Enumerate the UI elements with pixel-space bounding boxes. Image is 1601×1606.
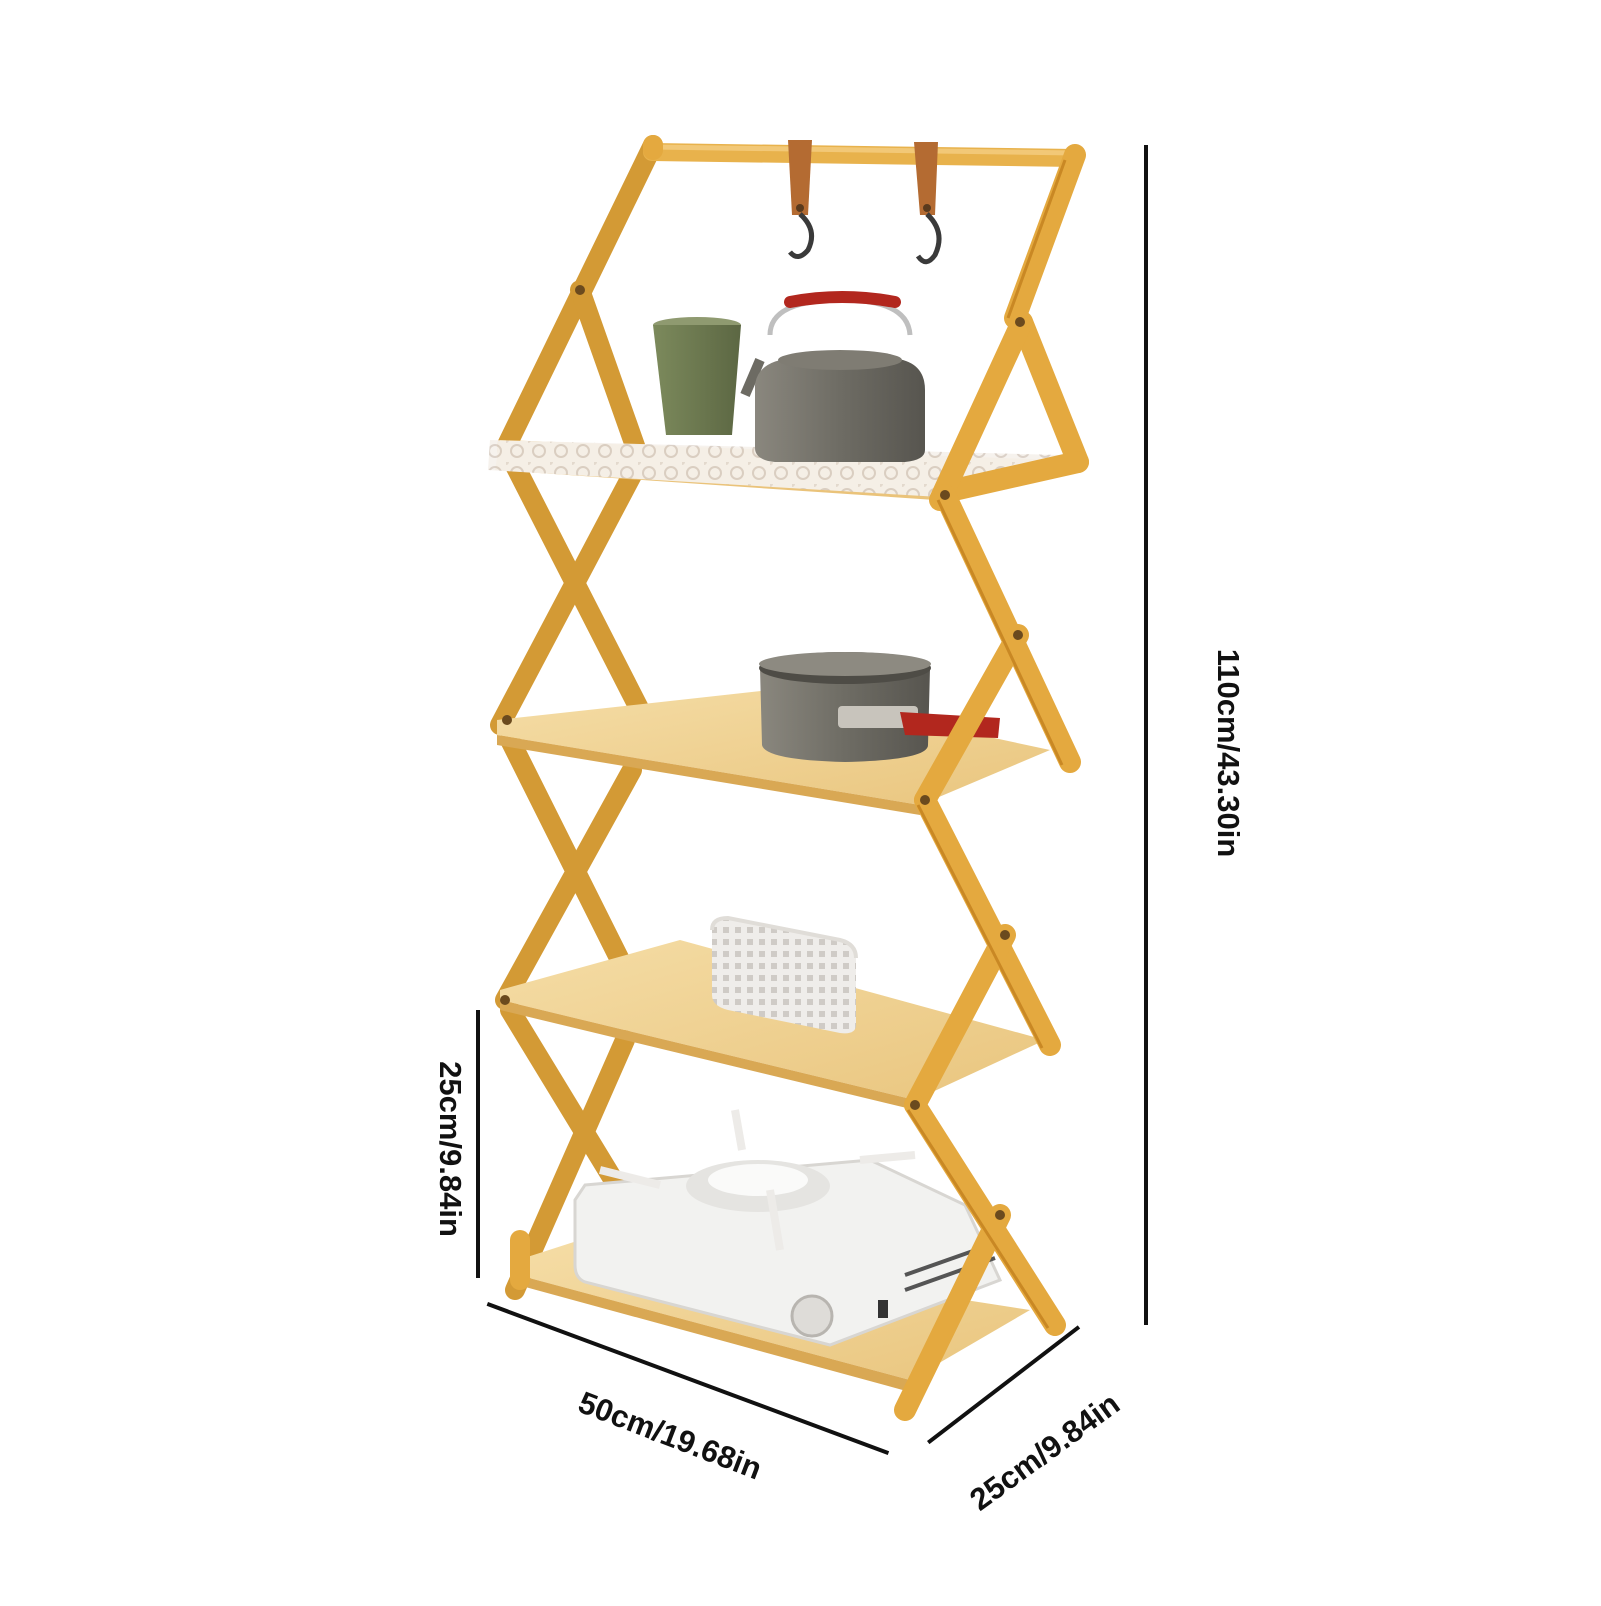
height-label: 110cm/43.30in xyxy=(1211,648,1246,858)
tier-spacing-label: 25cm/9.84in xyxy=(433,1061,468,1237)
frame-back xyxy=(490,135,663,1300)
frame-rivets xyxy=(500,285,1025,1220)
tier-dimension-line xyxy=(476,1010,480,1278)
height-dimension-line xyxy=(1144,145,1148,1325)
cup xyxy=(653,317,741,435)
shelf-third xyxy=(500,940,1045,1110)
speaker xyxy=(710,915,858,1034)
frame-left-front xyxy=(510,135,663,1290)
frame-front xyxy=(894,144,1089,1421)
kettle xyxy=(740,291,925,462)
hook-left xyxy=(788,140,815,259)
frame-front-edges xyxy=(906,159,1067,1329)
top-bar xyxy=(643,143,1084,167)
camping-stove xyxy=(573,1109,1003,1347)
hook-right xyxy=(914,142,942,265)
